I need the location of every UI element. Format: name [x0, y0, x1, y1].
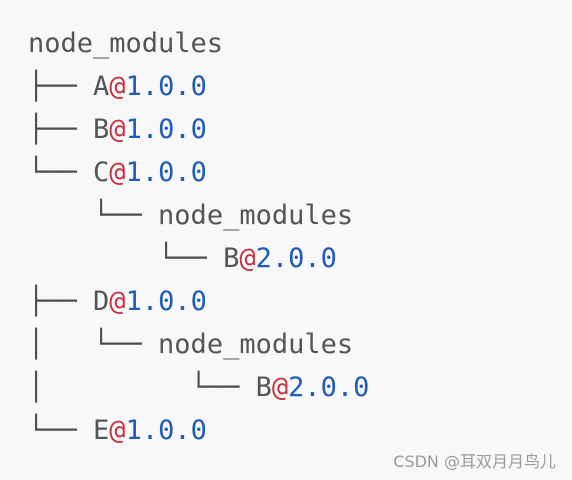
tree-branch: ├──	[28, 71, 94, 102]
tree-branch: ├──	[28, 286, 94, 317]
folder-name: node_modules	[28, 28, 224, 59]
version: 1.0.0	[125, 286, 207, 317]
at-sign: @	[109, 286, 126, 317]
version: 1.0.0	[125, 71, 207, 102]
tree-line: └── C@1.0.0	[28, 151, 369, 194]
tree-line: ├── B@1.0.0	[28, 108, 369, 151]
tree-line: └── node_modules	[28, 194, 369, 237]
tree-branch: │ └──	[28, 329, 159, 360]
version: 1.0.0	[125, 415, 207, 446]
package-name: B	[255, 372, 272, 403]
version: 1.0.0	[125, 114, 207, 145]
package-name: B	[223, 243, 240, 274]
folder-name: node_modules	[158, 329, 354, 360]
at-sign: @	[109, 71, 126, 102]
tree-line: ├── D@1.0.0	[28, 280, 369, 323]
tree-line-root: node_modules	[28, 22, 369, 65]
tree-branch: └──	[28, 157, 94, 188]
tree-branch: └──	[28, 415, 94, 446]
at-sign: @	[109, 114, 126, 145]
at-sign: @	[109, 415, 126, 446]
version: 1.0.0	[125, 157, 207, 188]
tree-line: └── B@2.0.0	[28, 237, 369, 280]
tree-line: └── E@1.0.0	[28, 409, 369, 452]
at-sign: @	[109, 157, 126, 188]
at-sign: @	[239, 243, 256, 274]
tree-line: │ └── B@2.0.0	[28, 366, 369, 409]
watermark: CSDN @耳双月月鸟儿	[393, 452, 556, 471]
dependency-tree: node_modules├── A@1.0.0├── B@1.0.0└── C@…	[28, 22, 369, 452]
folder-name: node_modules	[158, 200, 354, 231]
tree-branch: └──	[28, 200, 159, 231]
package-name: E	[93, 415, 110, 446]
package-name: D	[93, 286, 110, 317]
package-name: B	[93, 114, 110, 145]
tree-branch: │ └──	[28, 372, 256, 403]
tree-line: ├── A@1.0.0	[28, 65, 369, 108]
tree-branch: └──	[28, 243, 224, 274]
version: 2.0.0	[288, 372, 370, 403]
package-name: C	[93, 157, 110, 188]
tree-branch: ├──	[28, 114, 94, 145]
version: 2.0.0	[255, 243, 337, 274]
package-name: A	[93, 71, 110, 102]
tree-line: │ └── node_modules	[28, 323, 369, 366]
at-sign: @	[271, 372, 289, 403]
